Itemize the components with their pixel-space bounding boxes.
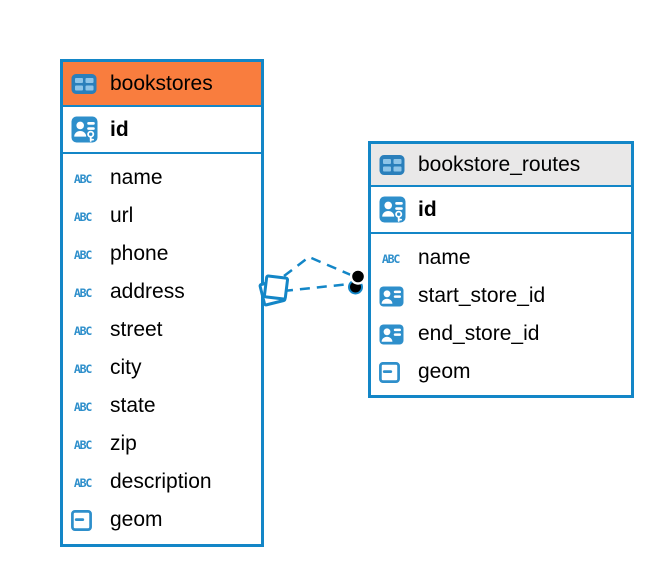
column-row[interactable]: end_store_id bbox=[371, 315, 631, 353]
column-name: city bbox=[110, 356, 142, 379]
column-name: geom bbox=[110, 508, 163, 531]
foreign-key-icon bbox=[379, 324, 409, 345]
column-row[interactable]: ABC address bbox=[63, 273, 261, 311]
column-name: name bbox=[418, 246, 471, 269]
column-name: zip bbox=[110, 432, 137, 455]
column-row[interactable]: ABC name bbox=[371, 239, 631, 277]
text-type-icon: ABC bbox=[71, 476, 101, 489]
column-name: name bbox=[110, 166, 163, 189]
table-icon bbox=[379, 154, 409, 176]
column-name: start_store_id bbox=[418, 284, 546, 307]
svg-text:ABC: ABC bbox=[74, 172, 92, 185]
column-name: address bbox=[110, 280, 185, 303]
svg-text:ABC: ABC bbox=[74, 324, 92, 337]
svg-text:ABC: ABC bbox=[74, 210, 92, 223]
relationship-line[interactable] bbox=[282, 282, 351, 293]
column-name: phone bbox=[110, 242, 169, 265]
column-name: id bbox=[110, 117, 129, 141]
text-type-icon: ABC bbox=[71, 362, 101, 375]
table-title: bookstores bbox=[110, 71, 213, 95]
table-header[interactable]: bookstore_routes bbox=[371, 144, 631, 187]
column-name: id bbox=[418, 197, 437, 221]
column-row[interactable]: ABC url bbox=[63, 197, 261, 235]
svg-text:ABC: ABC bbox=[382, 252, 400, 265]
primary-key-icon bbox=[379, 196, 409, 223]
column-row[interactable]: geom bbox=[371, 353, 631, 391]
primary-key-icon bbox=[71, 116, 101, 143]
geometry-type-icon bbox=[379, 361, 409, 383]
text-type-icon: ABC bbox=[71, 400, 101, 413]
column-row[interactable]: ABC street bbox=[63, 311, 261, 349]
svg-text:ABC: ABC bbox=[74, 476, 92, 489]
table-icon bbox=[71, 73, 101, 95]
geometry-type-icon bbox=[71, 509, 101, 531]
column-name: description bbox=[110, 470, 212, 493]
column-row[interactable]: ABC city bbox=[63, 349, 261, 387]
primary-key-row[interactable]: id bbox=[63, 107, 261, 154]
text-type-icon: ABC bbox=[71, 248, 101, 261]
column-row[interactable]: geom bbox=[63, 501, 261, 539]
column-row[interactable]: ABC state bbox=[63, 387, 261, 425]
column-row[interactable]: start_store_id bbox=[371, 277, 631, 315]
column-name: url bbox=[110, 204, 134, 227]
stacked-dots-marker[interactable] bbox=[348, 268, 367, 295]
text-type-icon: ABC bbox=[379, 252, 409, 265]
column-name: geom bbox=[418, 360, 471, 383]
column-row[interactable]: ABC phone bbox=[63, 235, 261, 273]
column-row[interactable]: ABC description bbox=[63, 463, 261, 501]
text-type-icon: ABC bbox=[71, 286, 101, 299]
table-header[interactable]: bookstores bbox=[63, 62, 261, 107]
svg-text:ABC: ABC bbox=[74, 286, 92, 299]
column-name: street bbox=[110, 318, 163, 341]
text-type-icon: ABC bbox=[71, 438, 101, 451]
relationship-line[interactable] bbox=[283, 255, 352, 277]
svg-text:ABC: ABC bbox=[74, 400, 92, 413]
svg-text:ABC: ABC bbox=[74, 362, 92, 375]
svg-text:ABC: ABC bbox=[74, 248, 92, 261]
primary-key-row[interactable]: id bbox=[371, 187, 631, 234]
text-type-icon: ABC bbox=[71, 324, 101, 337]
column-row[interactable]: ABC name bbox=[63, 159, 261, 197]
table-title: bookstore_routes bbox=[418, 152, 581, 176]
text-type-icon: ABC bbox=[71, 172, 101, 185]
column-name: state bbox=[110, 394, 156, 417]
column-name: end_store_id bbox=[418, 322, 540, 345]
column-row[interactable]: ABC zip bbox=[63, 425, 261, 463]
foreign-key-icon bbox=[379, 286, 409, 307]
table-bookstore-routes[interactable]: bookstore_routes id ABC name start_store_i… bbox=[368, 141, 634, 398]
svg-text:ABC: ABC bbox=[74, 438, 92, 451]
text-type-icon: ABC bbox=[71, 210, 101, 223]
